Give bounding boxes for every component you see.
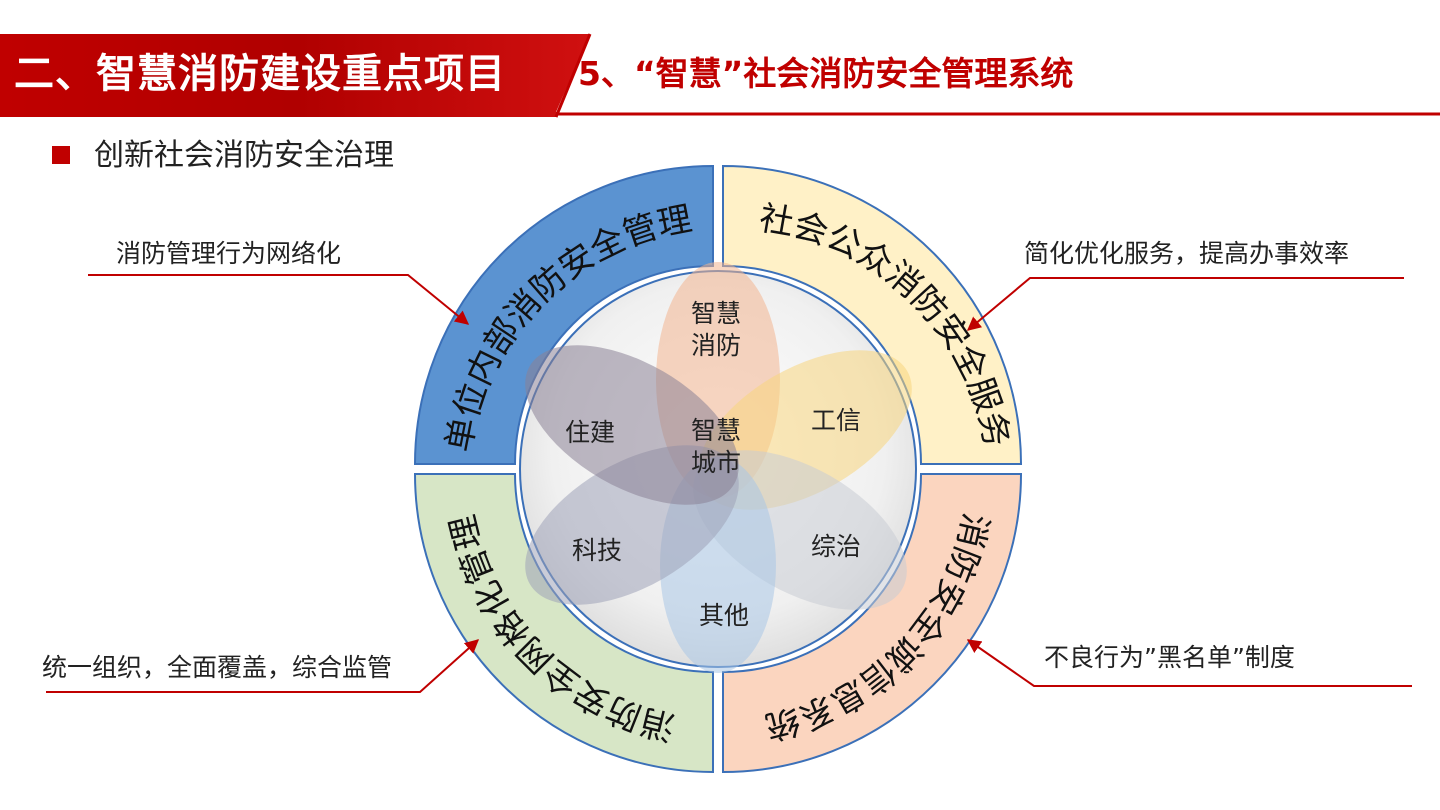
petal-label-2: 综治	[811, 532, 861, 561]
annotations: 消防管理行为网络化 简化优化服务，提高办事效率 统一组织，全面覆盖，综合监管 不…	[42, 239, 1412, 693]
annotation-arrow-0	[88, 274, 470, 325]
annotation-arrow-3	[966, 639, 1412, 687]
annotation-1: 简化优化服务，提高办事效率	[1024, 239, 1349, 268]
annotation-arrow-1	[966, 277, 1404, 331]
petal-label-1: 工信	[811, 406, 861, 435]
center-label: 智慧城市	[691, 416, 741, 477]
petal-label-0: 智慧消防	[691, 299, 741, 360]
annotation-0: 消防管理行为网络化	[116, 239, 341, 268]
petal-label-3: 其他	[699, 601, 749, 630]
annotation-2: 统一组织，全面覆盖，综合监管	[42, 653, 392, 682]
quadrant-segment-1	[722, 164, 1023, 465]
petal-5	[525, 345, 739, 505]
subsection-title: 5、“智慧”社会消防安全管理系统	[578, 54, 1074, 93]
petal-label-4: 科技	[572, 536, 622, 565]
quadrant-segment-3	[413, 473, 714, 774]
bullet-text: 创新社会消防安全治理	[94, 138, 394, 173]
header-bar	[0, 33, 1440, 118]
annotation-3: 不良行为”黑名单”制度	[1044, 643, 1295, 672]
petal-label-5: 住建	[565, 418, 615, 447]
annotation-arrow-2	[46, 639, 480, 693]
section-title: 二、智慧消防建设重点项目	[14, 51, 506, 97]
bullet-square-icon	[52, 146, 70, 164]
